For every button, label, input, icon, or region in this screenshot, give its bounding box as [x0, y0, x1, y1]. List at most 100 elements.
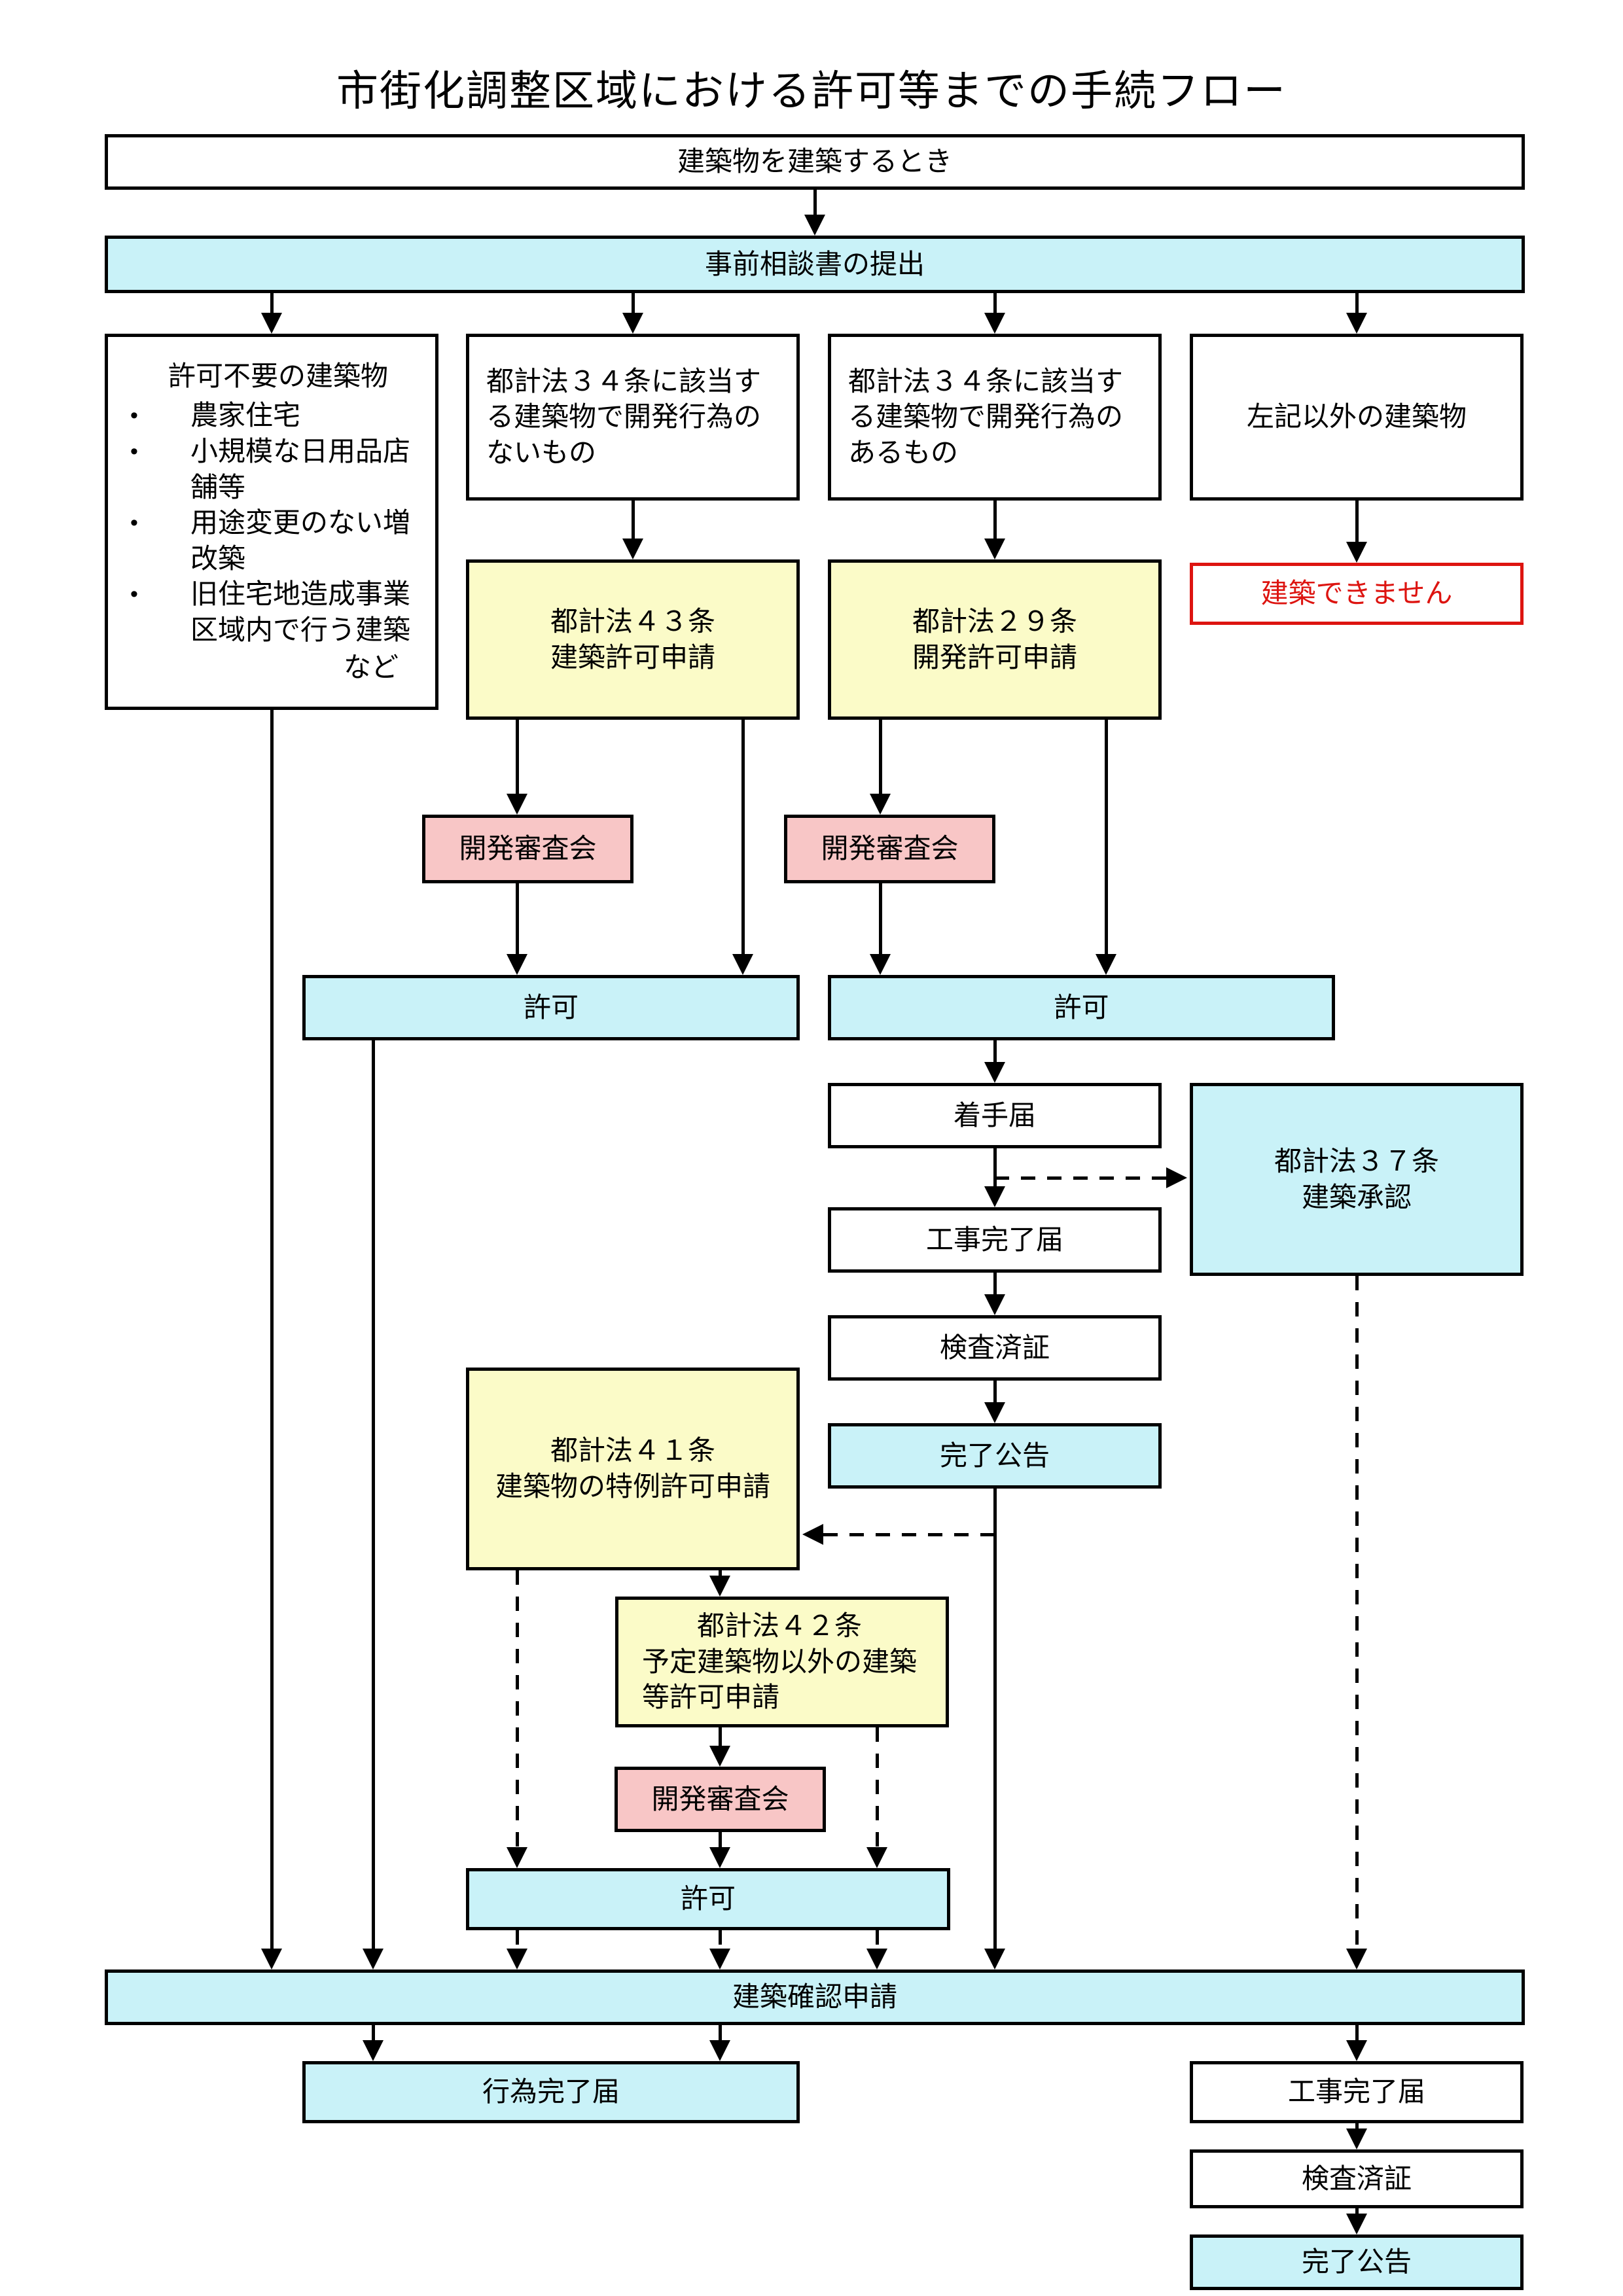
connector-start-notice-to-law37-arrowhead	[1166, 1167, 1187, 1188]
connector-no-permit-to-confirm	[270, 710, 274, 1949]
connector-confirm-to-work-complete2	[1355, 2025, 1359, 2040]
connector-start-to-preconsult	[813, 190, 817, 215]
box-completion-announcement-1: 完了公告	[828, 1423, 1162, 1489]
connector-law42-to-permit3-arrowhead	[866, 1847, 887, 1868]
connector-law34-with-to-law29-arrowhead	[984, 539, 1005, 559]
connector-confirm-to-act-complete-mid	[718, 2025, 722, 2040]
connector-permit3-to-confirm-left-arrowhead	[507, 1949, 527, 1969]
bullet-text: 小規模な日用品店舗等	[190, 436, 411, 503]
bullet-dot-icon: •	[130, 582, 138, 607]
page-title: 市街化調整区域における許可等までの手続フロー	[336, 67, 1287, 115]
connector-permit2-to-start-notice-arrowhead	[984, 1062, 1005, 1083]
connector-law29-to-review2	[878, 720, 882, 794]
box-permit-1: 許可	[302, 975, 800, 1040]
box-permit-2: 許可	[828, 975, 1335, 1040]
box-no-permit-needed: 許可不要の建築物 •農家住宅•小規模な日用品店舗等•用途変更のない増改築•旧住宅…	[105, 334, 438, 710]
connector-law42-to-review3-arrowhead	[709, 1746, 730, 1767]
connector-review2-to-permit2-arrowhead	[870, 954, 891, 975]
connector-work-complete-to-inspection-arrowhead	[984, 1294, 1005, 1315]
bullet-text: 用途変更のない増改築	[190, 507, 411, 574]
box-building-confirmation-application: 建築確認申請	[105, 1969, 1525, 2025]
box-permit-3: 許可	[466, 1868, 950, 1930]
no-permit-bullets: •農家住宅 • 小規模な日用品店舗等 • 用途変更のない増改築 • 旧住宅地造成事業区域内で…	[108, 398, 435, 648]
connector-law41-to-law42-arrowhead	[709, 1576, 730, 1597]
box-work-completion-notice-2: 工事完了届	[1190, 2061, 1524, 2123]
box-cannot-build: 建築できません	[1190, 563, 1524, 625]
connector-permit1-to-confirm-arrowhead	[363, 1949, 383, 1969]
connector-preconsult-to-law34-with-arrowhead	[984, 313, 1005, 334]
connector-law41-to-permit3-arrowhead	[507, 1847, 527, 1868]
box-law34-with-development: 都計法３４条に該当す る建築物で開発行為の あるもの	[828, 334, 1162, 501]
connector-preconsult-to-others-arrowhead	[1346, 313, 1367, 334]
bullet-dot-icon: •	[130, 439, 138, 465]
connector-review2-to-permit2	[878, 883, 882, 954]
connector-law29-to-permit2	[1104, 720, 1108, 954]
connector-law43-to-review1-arrowhead	[507, 794, 527, 815]
connector-review1-to-permit1	[515, 883, 519, 954]
no-permit-suffix: など	[343, 651, 399, 682]
box-start: 建築物を建築するとき	[105, 134, 1525, 190]
connector-permit3-to-confirm-mid	[718, 1930, 722, 1949]
box-preconsultation: 事前相談書の提出	[105, 236, 1525, 293]
bullet-text: 旧住宅地造成事業区域内で行う建築	[190, 578, 411, 645]
connector-confirm-to-work-complete2-arrowhead	[1346, 2040, 1367, 2061]
no-permit-bullet-item: • 用途変更のない増改築	[108, 505, 435, 576]
connector-preconsult-to-law34-with	[993, 293, 997, 313]
connector-announce-to-confirm-arrowhead	[984, 1949, 1005, 1969]
connector-permit3-to-confirm-right-arrowhead	[866, 1949, 887, 1969]
connector-others-to-cannot-build	[1355, 501, 1359, 542]
connector-permit3-to-confirm-left	[515, 1930, 519, 1949]
connector-permit1-to-confirm	[371, 1040, 375, 1949]
connector-work-complete2-to-inspection2	[1355, 2123, 1359, 2128]
no-permit-bullet-item: •農家住宅	[108, 398, 435, 434]
connector-inspection2-to-announce2-arrowhead	[1346, 2214, 1367, 2234]
connector-start-to-preconsult-arrowhead	[804, 215, 825, 236]
connector-announce-line-to-law41-arrowhead	[802, 1524, 823, 1545]
connector-others-to-cannot-build-arrowhead	[1346, 542, 1367, 563]
bullet-dot-icon: •	[130, 510, 138, 536]
connector-preconsult-to-law34-without	[631, 293, 635, 313]
box-development-review-board-2: 開発審査会	[784, 815, 995, 883]
connector-start-notice-to-work-complete-arrowhead	[984, 1186, 1005, 1207]
connector-preconsult-to-law34-without-arrowhead	[622, 313, 643, 334]
connector-law34-with-to-law29	[993, 501, 997, 539]
no-permit-bullet-item: • 小規模な日用品店舗等	[108, 434, 435, 505]
box-work-completion-notice-1: 工事完了届	[828, 1207, 1162, 1273]
box-law29-development-permit-application: 都計法２９条 開発許可申請	[828, 559, 1162, 720]
connector-work-complete2-to-inspection2-arrowhead	[1346, 2128, 1367, 2149]
connector-permit3-to-confirm-right	[875, 1930, 879, 1949]
box-other-buildings: 左記以外の建築物	[1190, 334, 1524, 501]
box-law34-without-development: 都計法３４条に該当す る建築物で開発行為の ないもの	[466, 334, 800, 501]
connector-confirm-to-act-complete-mid-arrowhead	[709, 2040, 730, 2061]
connector-work-complete-to-inspection	[993, 1273, 997, 1294]
connector-review1-to-permit1-arrowhead	[507, 954, 527, 975]
connector-inspection2-to-announce2	[1355, 2208, 1359, 2214]
box-inspection-certificate-1: 検査済証	[828, 1315, 1162, 1381]
box-act-completion-notice: 行為完了届	[302, 2061, 800, 2123]
box-development-review-board-1: 開発審査会	[422, 815, 633, 883]
connector-start-notice-to-work-complete	[993, 1148, 997, 1186]
connector-law43-to-permit1-arrowhead	[732, 954, 753, 975]
box-start-notice: 着手届	[828, 1083, 1162, 1148]
connector-law41-to-law42	[718, 1570, 722, 1576]
connector-announce-to-confirm	[993, 1489, 997, 1949]
box-law41-special-permit-application: 都計法４１条 建築物の特例許可申請	[466, 1368, 800, 1570]
no-permit-bullet-item: • 旧住宅地造成事業区域内で行う建築	[108, 576, 435, 648]
connector-review3-to-permit3-arrowhead	[709, 1847, 730, 1868]
connector-law29-to-permit2-arrowhead	[1096, 954, 1116, 975]
connector-inspection-to-announce	[993, 1381, 997, 1402]
box-development-review-board-3: 開発審査会	[615, 1767, 826, 1832]
box-completion-announcement-2: 完了公告	[1190, 2234, 1524, 2290]
box-law42-non-planned-building-permit-application: 都計法４２条 予定建築物以外の建築 等許可申請	[615, 1597, 949, 1727]
connector-law29-to-review2-arrowhead	[870, 794, 891, 815]
connector-permit3-to-confirm-mid-arrowhead	[709, 1949, 730, 1969]
connector-law43-to-permit1	[741, 720, 745, 954]
connector-law34-without-to-law43	[631, 501, 635, 539]
connector-inspection-to-announce-arrowhead	[984, 1402, 1005, 1423]
connector-start-notice-to-law37	[995, 1176, 1166, 1180]
connector-announce-line-to-law41	[823, 1532, 995, 1536]
connector-confirm-to-act-complete-left-arrowhead	[363, 2040, 383, 2061]
connector-no-permit-to-confirm-arrowhead	[261, 1949, 282, 1969]
connector-preconsult-to-no-permit-arrowhead	[261, 313, 282, 334]
